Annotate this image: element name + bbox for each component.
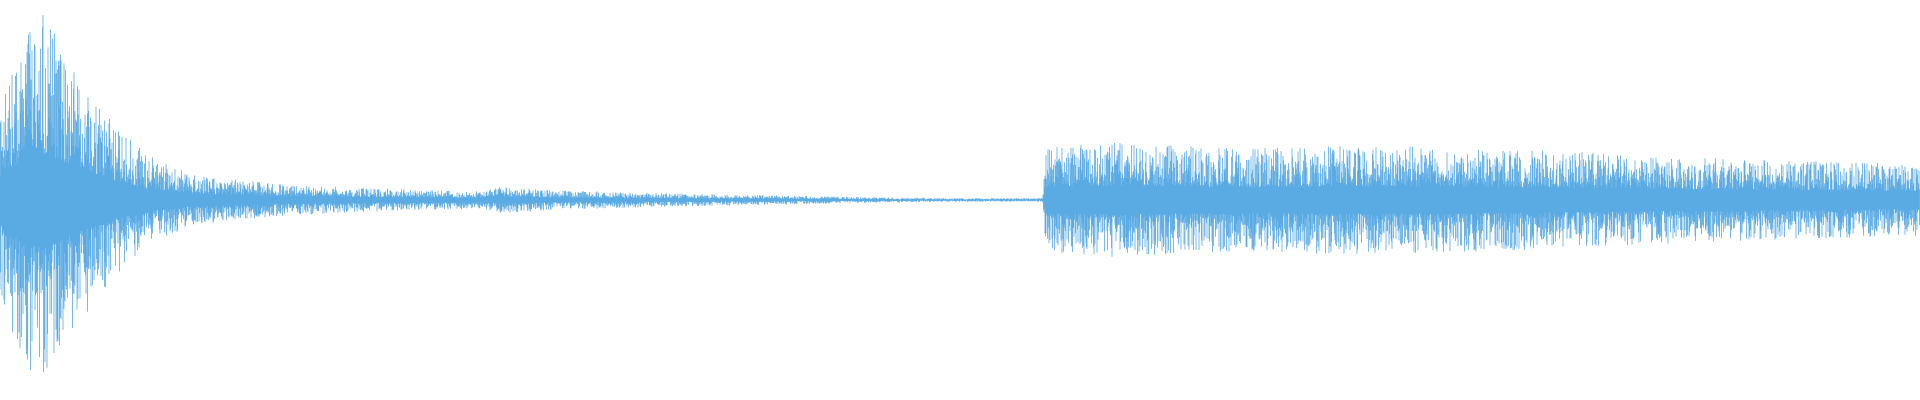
waveform-samples	[0, 15, 1920, 373]
waveform-path	[0, 15, 1920, 373]
